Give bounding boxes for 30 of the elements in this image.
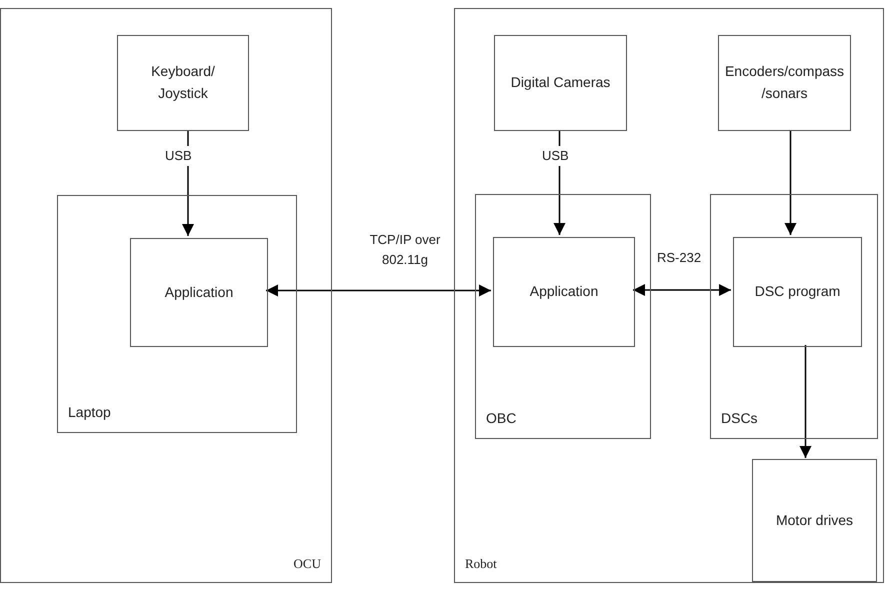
box-label: Keyboard/ Joystick	[150, 62, 216, 103]
group-box	[0, 8, 332, 583]
process-box	[494, 35, 627, 131]
arrow	[266, 284, 491, 296]
process-box	[718, 35, 851, 131]
group-label: DSCs	[721, 409, 758, 428]
group-box	[710, 194, 878, 439]
process-box	[117, 35, 249, 131]
group-label: OCU	[294, 554, 321, 573]
edge-label: USB	[163, 146, 194, 166]
group-box	[475, 194, 651, 439]
box-label: Digital Cameras	[510, 73, 610, 92]
box-label: Application	[530, 282, 598, 302]
group-label: OBC	[486, 409, 516, 428]
arrow	[784, 130, 796, 235]
arrow	[633, 284, 731, 296]
process-box	[752, 459, 877, 582]
process-box	[733, 237, 862, 347]
group-box	[57, 195, 297, 433]
group-box	[454, 8, 884, 583]
group-label: Laptop	[68, 403, 111, 422]
box-label: Encoders/compass /sonars	[724, 62, 844, 103]
process-box	[130, 238, 268, 347]
arrow	[800, 345, 812, 458]
edge-label: USB	[540, 146, 571, 166]
box-label: Application	[164, 282, 234, 302]
box-label: DSC program	[754, 282, 840, 302]
group-label: Robot	[465, 554, 497, 573]
box-label: Motor drives	[776, 510, 854, 530]
process-box	[493, 237, 635, 347]
